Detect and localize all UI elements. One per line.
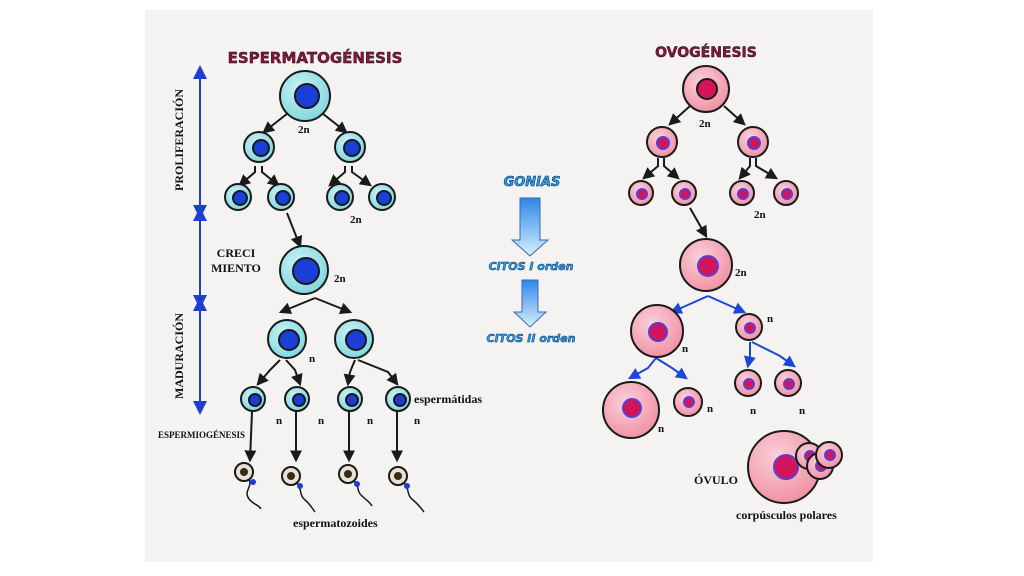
phase-maturation-label: MADURACIÓN xyxy=(172,313,186,399)
oogonium-cell xyxy=(628,180,654,206)
ploidy-label: 2n xyxy=(350,214,362,226)
spermatogonium-cell xyxy=(368,183,396,211)
ploidy-label: n xyxy=(414,415,420,427)
polar-body-cell xyxy=(673,387,703,417)
secondary-spermatocyte-cell xyxy=(334,319,374,359)
spermatid-cell xyxy=(240,386,266,412)
secondary-oocyte-cell xyxy=(630,304,684,358)
ploidy-label: n xyxy=(707,403,713,415)
oogonium-cell xyxy=(646,126,678,158)
spermatogonium-cell xyxy=(224,183,252,211)
ootid-cell xyxy=(602,381,660,439)
spermatogonium-cell xyxy=(334,131,366,163)
ploidy-label: 2n xyxy=(298,124,310,136)
spermatozoon-icon xyxy=(388,466,425,513)
spermatozoon-icon xyxy=(338,464,373,507)
secondary-spermatocyte-cell xyxy=(267,319,307,359)
spermatogenesis-title: ESPERMATOGÉNESIS xyxy=(228,48,403,67)
citos1-label: CITOS I orden xyxy=(489,260,574,273)
oogonium-cell xyxy=(773,180,799,206)
oogonium-cell xyxy=(729,180,755,206)
ploidy-label: n xyxy=(276,415,282,427)
ploidy-label: n xyxy=(318,415,324,427)
oogenesis-cells xyxy=(602,65,843,504)
primary-oocyte-cell xyxy=(679,238,733,292)
first-polar-body-cell xyxy=(735,313,763,341)
spermatogenesis-cells xyxy=(224,70,411,412)
spermatid-cell xyxy=(385,386,411,412)
spermatogonium-cell xyxy=(243,131,275,163)
spermatogonium-cell xyxy=(279,70,331,122)
oogenesis-arrows-blue xyxy=(627,295,796,380)
ploidy-label: 2n xyxy=(735,267,747,279)
ploidy-label: 2n xyxy=(699,118,711,130)
oogonium-cell xyxy=(682,65,730,113)
gonias-to-citos1-arrow xyxy=(510,197,550,257)
phase-proliferation-label: PROLIFERACIÓN xyxy=(172,89,186,191)
spermatogenesis-arrows xyxy=(238,112,403,463)
polar-body-cell xyxy=(815,441,843,469)
spermatid-cell xyxy=(337,386,363,412)
polar-bodies-label: corpúsculos polares xyxy=(736,508,837,522)
oogenesis-title: OVOGÉNESIS xyxy=(655,44,757,61)
ploidy-label: n xyxy=(658,423,664,435)
spermatogonium-cell xyxy=(267,183,295,211)
oogenesis-arrows-dark xyxy=(642,105,779,239)
citos1-to-citos2-arrow xyxy=(512,279,548,328)
ploidy-label: n xyxy=(682,343,688,355)
ploidy-label: n xyxy=(750,405,756,417)
ploidy-label: n xyxy=(309,353,315,365)
polar-body-cell xyxy=(734,369,762,397)
gonias-label: GONIAS xyxy=(504,175,561,190)
ploidy-label: 2n xyxy=(334,273,346,285)
spermatozoa-label: espermatozoides xyxy=(293,516,378,530)
ploidy-label: n xyxy=(367,415,373,427)
citos2-label: CITOS II orden xyxy=(487,332,576,345)
spermatogonium-cell xyxy=(326,183,354,211)
spermiogenesis-label: ESPERMIOGÉNESIS xyxy=(158,430,245,440)
spermatozoa xyxy=(234,462,425,513)
ploidy-label: n xyxy=(799,405,805,417)
ploidy-label: 2n xyxy=(754,209,766,221)
oogonium-cell xyxy=(671,180,697,206)
ovum-label: ÓVULO xyxy=(694,473,738,487)
spermatozoon-icon xyxy=(234,462,262,510)
spermatid-cell xyxy=(284,386,310,412)
phase-growth-label-2: MIENTO xyxy=(211,261,261,275)
spermatids-label: espermátidas xyxy=(414,392,482,406)
spermatozoon-icon xyxy=(281,466,316,513)
primary-spermatocyte-cell xyxy=(279,245,329,295)
oogonium-cell xyxy=(737,126,769,158)
polar-body-cell xyxy=(774,369,802,397)
ploidy-label: n xyxy=(767,313,773,325)
phase-growth-label-1: CRECI xyxy=(217,246,256,260)
